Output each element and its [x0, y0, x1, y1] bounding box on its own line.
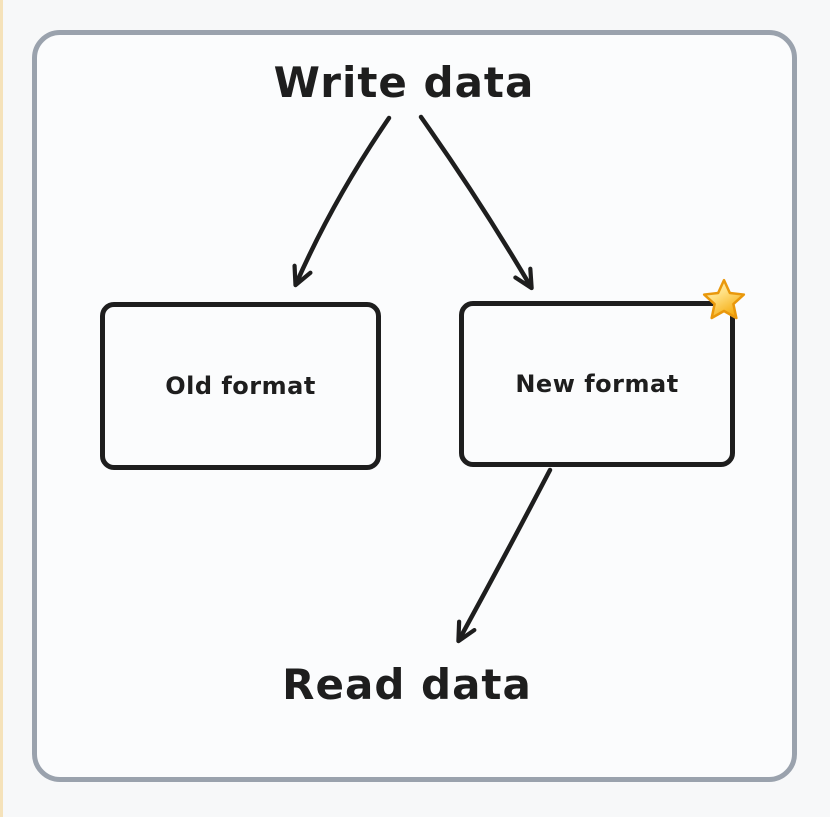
write-data-label: Write data [273, 58, 535, 107]
new-format-label: New format [515, 370, 679, 398]
new-format-box: New format [459, 301, 735, 467]
left-edge-strip [0, 0, 3, 817]
star-icon [702, 278, 746, 320]
old-format-label: Old format [165, 372, 316, 400]
read-data-label: Read data [282, 660, 532, 709]
old-format-box: Old format [100, 302, 381, 470]
